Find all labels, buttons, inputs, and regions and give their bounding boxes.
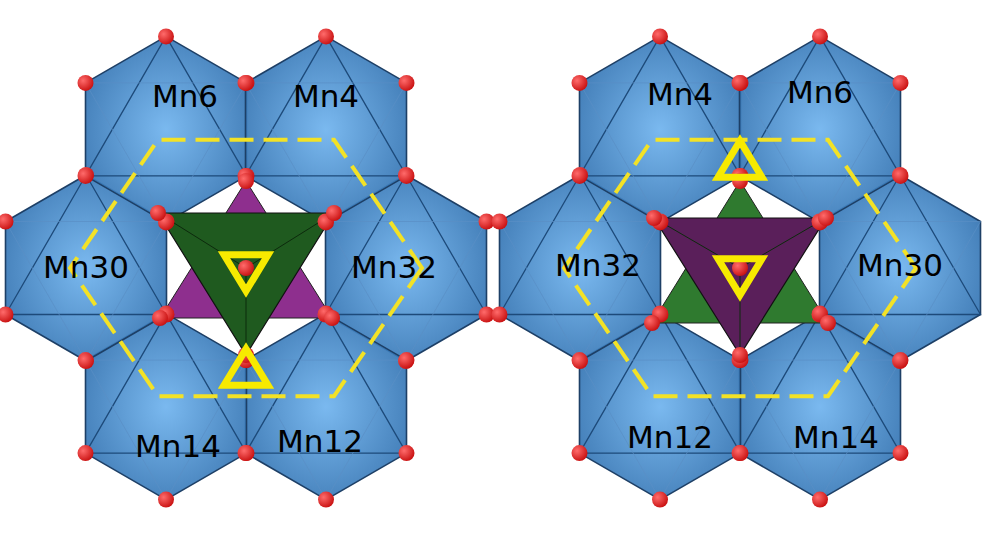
octahedron-edge xyxy=(86,36,247,176)
oxygen-atom xyxy=(238,75,254,91)
oxygen-atom xyxy=(652,492,668,508)
site-marker xyxy=(224,349,268,385)
oxygen-atom xyxy=(150,205,166,221)
oxygen-atom xyxy=(78,352,94,368)
octahedron-edge xyxy=(740,314,901,454)
oxygen-atom xyxy=(893,445,909,461)
octahedron xyxy=(86,36,247,222)
oxygen-atom xyxy=(732,260,748,276)
octahedron-edge xyxy=(740,36,901,176)
atom-label: Mn32 xyxy=(555,250,641,281)
oxygen-atom xyxy=(733,75,749,91)
atom-label: Mn4 xyxy=(647,79,713,110)
oxygen-atom xyxy=(892,167,908,183)
oxygen-atom xyxy=(733,445,749,461)
oxygen-atom xyxy=(644,315,660,331)
oxygen-atom xyxy=(812,28,828,44)
oxygen-atom xyxy=(399,168,415,184)
oxygen-atom xyxy=(324,310,340,326)
oxygen-atom xyxy=(893,352,909,368)
oxygen-atom xyxy=(238,445,254,461)
tetrahedron-edge xyxy=(158,213,246,268)
oxygen-atom xyxy=(238,260,254,276)
oxygen-atom xyxy=(0,214,14,230)
oxygen-atom xyxy=(318,28,334,44)
octahedron-edge xyxy=(246,36,407,176)
oxygen-atom xyxy=(158,28,174,44)
octahedron-edge xyxy=(580,36,741,176)
oxygen-atom xyxy=(492,214,508,230)
tetrahedron-edge xyxy=(740,268,741,355)
oxygen-atom xyxy=(399,352,415,368)
oxygen-atom xyxy=(893,75,909,91)
oxygen-atom xyxy=(78,75,94,91)
oxygen-atom xyxy=(572,167,588,183)
tetrahedron-edge xyxy=(246,213,334,268)
oxygen-atom xyxy=(78,167,94,183)
atom-label: Mn6 xyxy=(787,77,853,108)
octahedron xyxy=(246,36,407,222)
atom-label: Mn12 xyxy=(627,422,713,453)
oxygen-atom xyxy=(572,445,588,461)
oxygen-atom xyxy=(0,307,14,323)
oxygen-atom xyxy=(398,167,414,183)
oxygen-atom xyxy=(492,307,508,323)
oxygen-atom xyxy=(239,445,255,461)
oxygen-atom xyxy=(892,353,908,369)
atom-label: Mn4 xyxy=(293,81,359,112)
oxygen-atom xyxy=(78,168,94,184)
atom-label: Mn32 xyxy=(351,252,437,283)
oxygen-atom xyxy=(318,492,334,508)
oxygen-atom xyxy=(572,352,588,368)
oxygen-atom xyxy=(818,210,834,226)
oxygen-atom xyxy=(238,173,254,189)
oxygen-atom xyxy=(572,75,588,91)
atom-label: Mn30 xyxy=(43,252,129,283)
oxygen-atom xyxy=(78,353,94,369)
octahedron xyxy=(580,36,741,222)
oxygen-atom xyxy=(812,492,828,508)
atom-label: Mn14 xyxy=(135,431,221,462)
atom-label: Mn30 xyxy=(857,250,943,281)
oxygen-atom xyxy=(732,445,748,461)
octahedron xyxy=(740,36,901,222)
atom-label: Mn14 xyxy=(793,422,879,453)
oxygen-atom xyxy=(78,445,94,461)
oxygen-atom xyxy=(572,353,588,369)
atom-label: Mn12 xyxy=(277,426,363,457)
site-marker xyxy=(718,141,762,177)
oxygen-atom xyxy=(732,75,748,91)
oxygen-atom xyxy=(398,353,414,369)
oxygen-atom xyxy=(152,310,168,326)
oxygen-atom xyxy=(326,205,342,221)
oxygen-atom xyxy=(652,28,668,44)
octahedron-edge xyxy=(740,360,901,500)
oxygen-atom xyxy=(572,168,588,184)
octahedron-edge xyxy=(246,360,407,500)
oxygen-atom xyxy=(399,445,415,461)
oxygen-atom xyxy=(732,347,748,363)
atom-label: Mn6 xyxy=(152,81,218,112)
octahedron-edge xyxy=(86,360,247,500)
oxygen-atom xyxy=(646,210,662,226)
tetrahedron-edge xyxy=(246,268,247,355)
oxygen-atom xyxy=(158,492,174,508)
octahedron xyxy=(246,314,407,500)
site-marker xyxy=(718,259,762,295)
tetrahedron xyxy=(654,218,826,355)
oxygen-atom xyxy=(893,168,909,184)
oxygen-atom xyxy=(239,75,255,91)
octahedron xyxy=(740,314,901,500)
tetrahedron xyxy=(158,213,334,355)
site-marker xyxy=(224,255,268,291)
oxygen-atom xyxy=(399,75,415,91)
oxygen-atom xyxy=(820,315,836,331)
octahedron-edge xyxy=(580,360,741,500)
